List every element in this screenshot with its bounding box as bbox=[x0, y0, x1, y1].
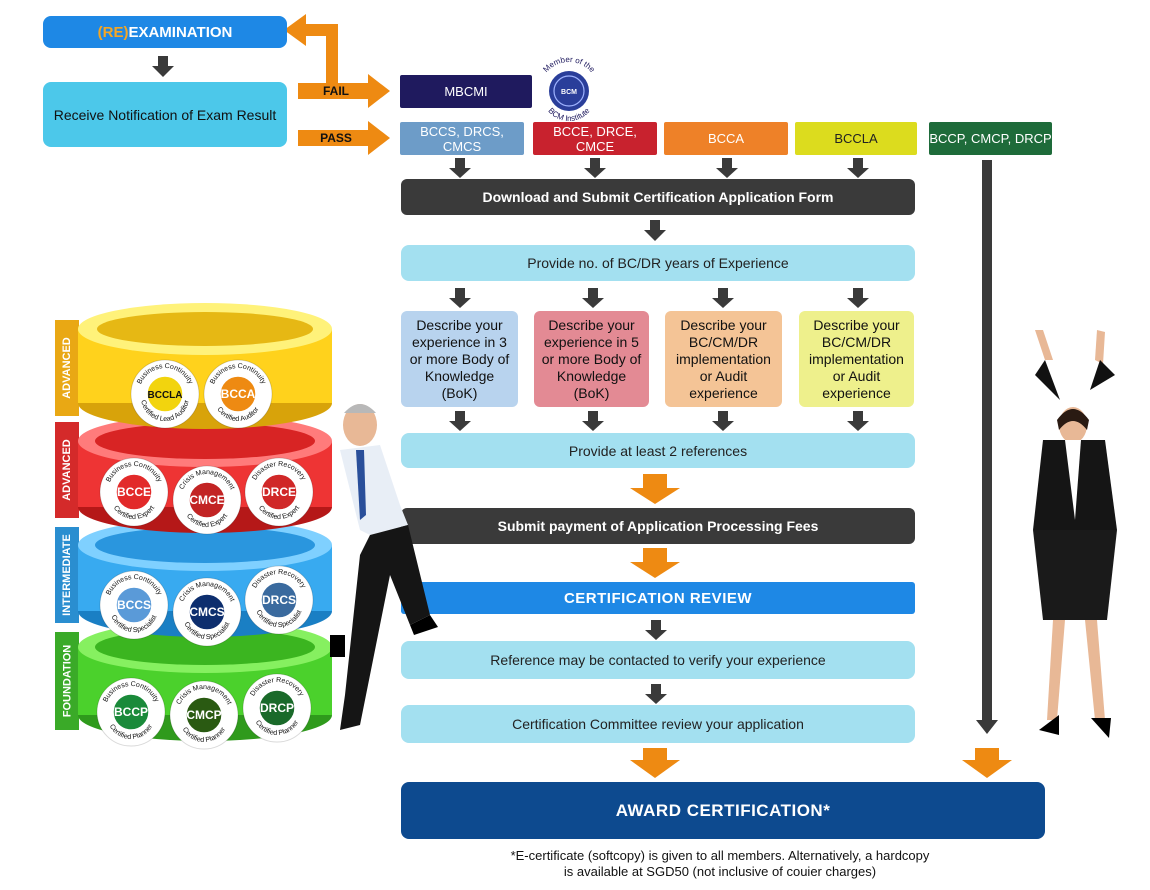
level-label-intermediate: INTERMEDIATE bbox=[55, 527, 79, 623]
badge-code: BCCS bbox=[117, 598, 151, 612]
badge-code: CMCS bbox=[189, 605, 224, 619]
badge-code: CMCE bbox=[189, 493, 224, 507]
desc-implementation-2: Describe your BC/CM/DR implementation or… bbox=[799, 311, 914, 407]
footnote-line1: *E-certificate (softcopy) is given to al… bbox=[510, 848, 930, 863]
footnote: *E-certificate (softcopy) is given to al… bbox=[440, 848, 1000, 880]
loop-arrow-head bbox=[284, 14, 306, 46]
references-step: Provide at least 2 references bbox=[401, 433, 915, 468]
woman-figure bbox=[1033, 330, 1117, 738]
tag-bccp-cmcp-drcp: BCCP, CMCP, DRCP bbox=[929, 122, 1052, 155]
fail-arrow bbox=[298, 74, 390, 108]
reexam-prefix: (RE) bbox=[97, 23, 129, 41]
badge-code: BCCA bbox=[221, 387, 256, 401]
award-certification-banner: AWARD CERTIFICATION* bbox=[401, 782, 1045, 839]
level-label-advanced-2: ADVANCED bbox=[55, 422, 79, 518]
tag-bcca: BCCA bbox=[664, 122, 788, 155]
payment-step: Submit payment of Application Processing… bbox=[401, 508, 915, 544]
badge-code: BCCE bbox=[117, 485, 151, 499]
badge-code: DRCE bbox=[262, 485, 296, 499]
badge-code: DRCP bbox=[260, 701, 294, 715]
mbcmi-box: MBCMI bbox=[400, 75, 532, 108]
orange-down-arrows bbox=[630, 474, 1012, 778]
committee-step: Certification Committee review your appl… bbox=[401, 705, 915, 743]
tag-bcce-drce-cmce: BCCE, DRCE, CMCE bbox=[533, 122, 657, 155]
receive-notification-box: Receive Notification of Exam Result bbox=[43, 82, 287, 147]
seal-center-text: BCM bbox=[561, 89, 577, 96]
bcm-institute-seal: Member of the BCM Institute BCM bbox=[533, 55, 605, 127]
badge-code: BCCLA bbox=[148, 390, 183, 401]
badge-code: DRCS bbox=[262, 593, 296, 607]
years-step: Provide no. of BC/DR years of Experience bbox=[401, 245, 915, 281]
badge-code: CMCP bbox=[186, 708, 221, 722]
pass-label: PASS bbox=[320, 131, 352, 145]
fail-label: FAIL bbox=[323, 84, 349, 98]
pass-arrow bbox=[298, 121, 390, 155]
reexam-label: EXAMINATION bbox=[128, 23, 233, 41]
desc-implementation-1: Describe your BC/CM/DR implementation or… bbox=[665, 311, 782, 407]
download-step: Download and Submit Certification Applic… bbox=[401, 179, 915, 215]
tag-bccla: BCCLA bbox=[795, 122, 917, 155]
reexamination-box: (RE) EXAMINATION bbox=[43, 16, 287, 48]
man-figure bbox=[330, 404, 438, 730]
footnote-line2: is available at SGD50 (not inclusive of … bbox=[563, 864, 877, 879]
badge-code: BCCP bbox=[114, 705, 148, 719]
contact-step: Reference may be contacted to verify you… bbox=[401, 641, 915, 679]
desc-bok-5: Describe your experience in 5 or more Bo… bbox=[534, 311, 649, 407]
desc-bok-3: Describe your experience in 3 or more Bo… bbox=[401, 311, 518, 407]
tag-bccs-drcs-cmcs: BCCS, DRCS, CMCS bbox=[400, 122, 524, 155]
level-label-foundation: FOUNDATION bbox=[55, 632, 79, 730]
level-label-advanced-1: ADVANCED bbox=[55, 320, 79, 416]
certification-review-banner: CERTIFICATION REVIEW bbox=[401, 582, 915, 614]
down-arrows-tags bbox=[449, 158, 998, 734]
